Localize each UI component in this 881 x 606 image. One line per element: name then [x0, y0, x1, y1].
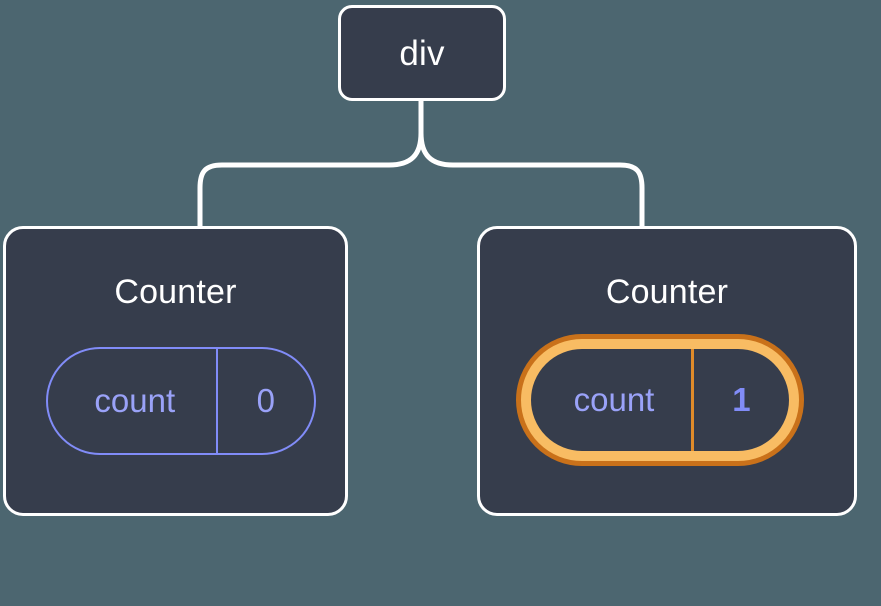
state-pill-count-right-highlighted[interactable]: count 1: [516, 334, 804, 466]
node-div[interactable]: div: [338, 5, 506, 101]
node-div-label: div: [399, 33, 445, 73]
node-counter-left[interactable]: Counter count 0: [3, 226, 348, 516]
node-counter-left-title: Counter: [114, 273, 237, 311]
state-key-label: count: [573, 381, 655, 418]
state-value-label: 1: [690, 349, 789, 451]
state-key-label: count: [94, 382, 176, 419]
state-value-label: 0: [215, 349, 314, 453]
diagram-canvas: div Counter count 0 Counter count 1: [3, 5, 857, 516]
state-pill-count-left[interactable]: count 0: [46, 347, 316, 455]
node-counter-right-title: Counter: [605, 273, 729, 311]
highlight-ring: count 1: [521, 339, 799, 461]
node-counter-right[interactable]: Counter count 1: [477, 226, 857, 516]
